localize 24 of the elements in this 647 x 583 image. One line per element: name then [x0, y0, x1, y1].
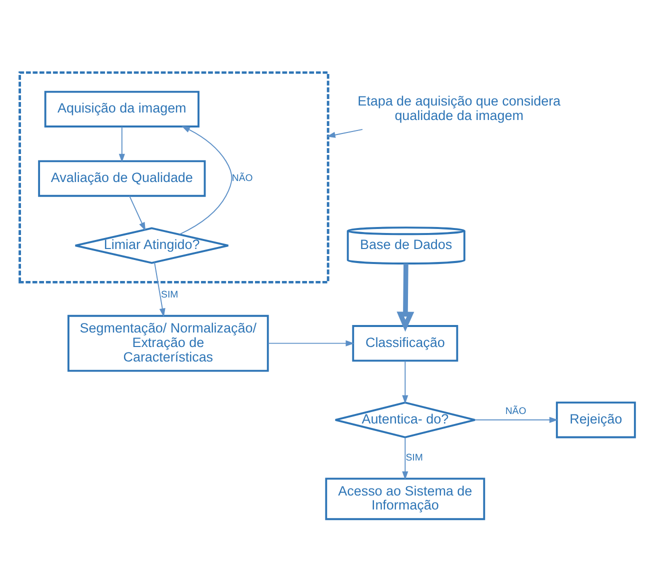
edge-label: SIM [161, 289, 178, 300]
edge-label: SIM [406, 452, 423, 463]
node-box: Segmentação/ Normalização/ Extração de Características [67, 314, 269, 372]
arrow [154, 261, 166, 317]
arrow [402, 436, 408, 480]
node-box: Classificação [352, 324, 458, 362]
node-box: Aquisição da imagem [44, 90, 200, 127]
arrow [128, 194, 146, 231]
arrow [268, 340, 354, 346]
cluster [18, 70, 330, 283]
arrow [118, 126, 125, 162]
arrow [402, 360, 408, 404]
node-diamond: Limiar Atingido? [74, 226, 230, 264]
arrow [326, 128, 363, 138]
node-box: Avaliação de Qualidade [38, 160, 206, 196]
node-box: Acesso ao Sistema de Informação [325, 477, 486, 520]
arrow [396, 263, 414, 332]
arrow [474, 416, 558, 422]
node-text: Etapa de aquisição que considera qualidade da imagem [358, 93, 561, 122]
edge-label: NÃO [505, 406, 526, 417]
node-diamond: Autentica- do? [334, 401, 476, 438]
edge-label: NÃO [232, 172, 253, 184]
node-box: Rejeição [556, 401, 636, 438]
arrow [179, 125, 232, 234]
